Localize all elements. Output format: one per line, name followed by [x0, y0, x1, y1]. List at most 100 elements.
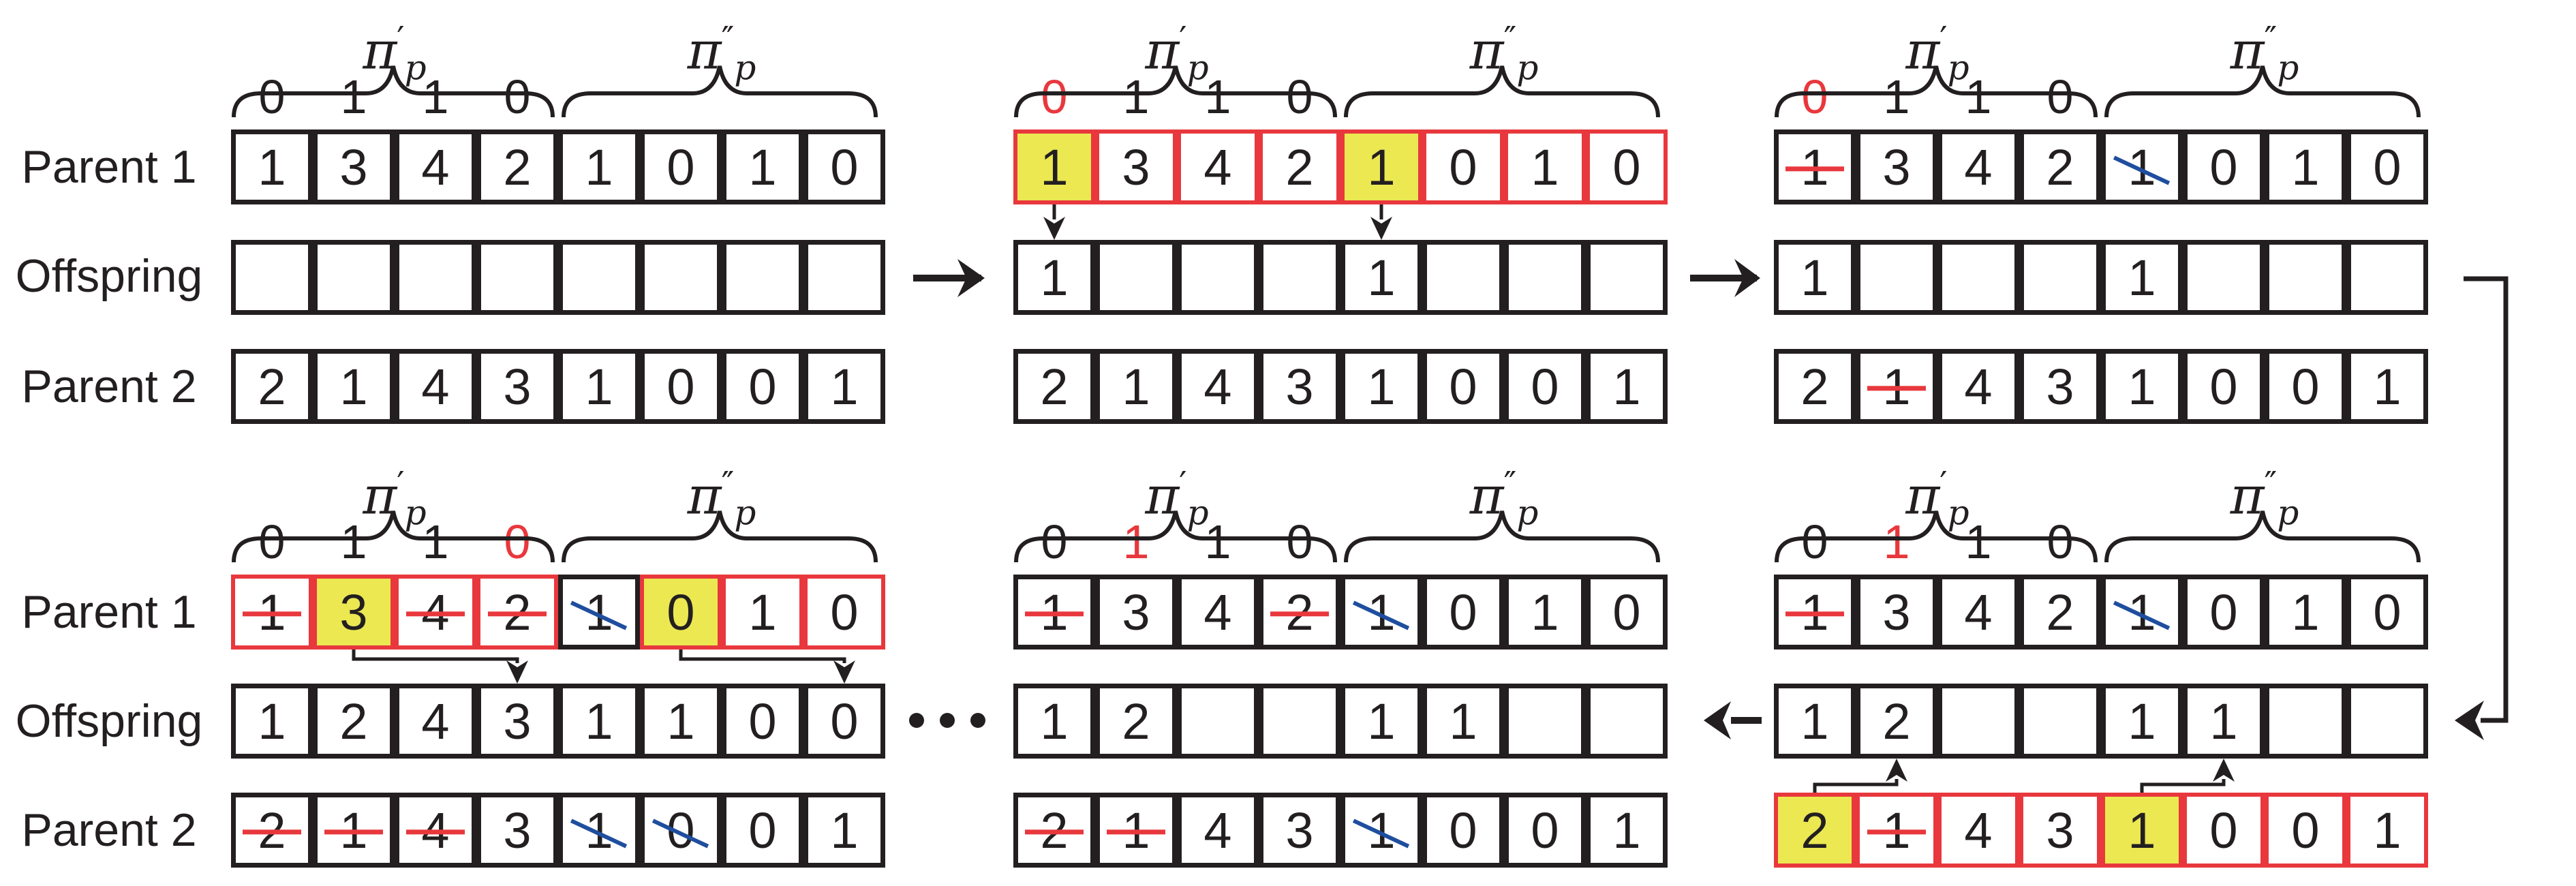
gene-cell [231, 240, 313, 315]
gene-value: 1 [585, 801, 613, 859]
gene-cell: 1 [803, 793, 885, 868]
transfer-arrow-line [2140, 779, 2226, 793]
gene-cell: 4 [1177, 793, 1259, 868]
gene-cell [2183, 240, 2265, 315]
gene-value: 2 [1040, 358, 1069, 415]
gene-cell: 1 [1340, 684, 1422, 759]
transfer-arrow-head-icon [1370, 217, 1392, 240]
gene-cell: 1 [558, 793, 640, 868]
mask-bit: 1 [1122, 515, 1150, 568]
transfer-arrow-head-icon [2213, 759, 2235, 782]
gene-cell [1095, 240, 1177, 315]
gene-cell: 3 [1259, 349, 1340, 424]
gene-cell: 1 [1013, 129, 1095, 204]
gene-value: 2 [339, 692, 368, 750]
gene-value: 3 [339, 138, 368, 196]
gene-cell: 1 [2346, 793, 2428, 868]
gene-cell: 1 [1340, 575, 1422, 650]
gene-value: 4 [1203, 358, 1232, 415]
gene-value: 1 [585, 358, 613, 415]
brace-binary-segment [1344, 510, 1660, 563]
gene-value: 0 [666, 138, 695, 196]
gene-cell: 2 [1259, 129, 1340, 204]
gene-value: 1 [1882, 358, 1911, 415]
gene-cell: 4 [395, 684, 476, 759]
gene-value: 1 [1531, 583, 1559, 641]
flow-arrows [913, 259, 2509, 740]
gene-cell: 1 [2346, 349, 2428, 424]
row-label-parent1-bottom: Parent 1 [21, 586, 197, 638]
gene-cell: 0 [640, 349, 722, 424]
gene-cell [1259, 240, 1340, 315]
gene-value: 3 [1882, 138, 1911, 196]
gene-value: 2 [503, 138, 532, 196]
gene-cell: 1 [1586, 349, 1668, 424]
gene-value: 0 [1612, 138, 1641, 196]
gene-value: 2 [1800, 358, 1829, 415]
ellipsis-dot [909, 713, 924, 728]
gene-cell: 3 [1856, 575, 1937, 650]
gene-cell [2019, 240, 2101, 315]
gene-value: 1 [748, 138, 777, 196]
brace-permutation-segment [1014, 65, 1337, 118]
gene-cell: 3 [1259, 793, 1340, 868]
mask-bit: 0 [504, 515, 531, 568]
gene-cell: 1 [1340, 240, 1422, 315]
gene-cell: 1 [313, 349, 395, 424]
gene-value: 2 [258, 358, 286, 415]
gene-value: 1 [1040, 138, 1069, 196]
gene-cell: 1 [2101, 793, 2183, 868]
gene-value: 1 [585, 583, 613, 641]
brace-binary-segment [562, 510, 878, 563]
gene-value: 4 [421, 358, 450, 415]
gene-cell: 0 [1422, 129, 1504, 204]
gene-cell: 0 [1586, 575, 1668, 650]
gene-cell: 2 [231, 793, 313, 868]
gene-value: 1 [830, 358, 859, 415]
gene-value: 0 [666, 358, 695, 415]
gene-cell: 4 [395, 793, 476, 868]
mask-bit: 1 [422, 515, 449, 568]
gene-cell [558, 240, 640, 315]
gene-cell: 0 [1504, 349, 1586, 424]
gene-value: 1 [339, 801, 368, 859]
segment-label-permutation: π′p [1145, 464, 1209, 533]
gene-cell: 2 [313, 684, 395, 759]
gene-cell: 3 [1095, 129, 1177, 204]
gene-value: 1 [2291, 583, 2320, 641]
segment-label-binary: π″p [2230, 464, 2299, 533]
gene-cell [1586, 240, 1668, 315]
transfer-arrow-head-icon [1043, 217, 1065, 240]
gene-cell: 0 [2183, 575, 2265, 650]
gene-cell: 4 [1177, 349, 1259, 424]
gene-cell: 0 [1504, 793, 1586, 868]
gene-cell: 1 [1340, 349, 1422, 424]
gene-value: 1 [1612, 358, 1641, 415]
gene-value: 1 [1040, 583, 1069, 641]
gene-value: 0 [2209, 138, 2238, 196]
gene-cell: 3 [313, 575, 395, 650]
gene-cell: 1 [231, 575, 313, 650]
gene-cell: 3 [476, 793, 558, 868]
gene-value: 1 [1122, 358, 1150, 415]
mask-bit: 0 [2046, 70, 2074, 123]
gene-cell: 1 [1774, 575, 1856, 650]
gene-value: 1 [1800, 583, 1829, 641]
gene-cell: 1 [640, 684, 722, 759]
gene-value: 1 [2128, 692, 2156, 750]
gene-value: 1 [1612, 801, 1641, 859]
gene-cell [722, 240, 803, 315]
gene-cell: 0 [803, 575, 885, 650]
gene-cell: 1 [2101, 575, 2183, 650]
gene-value: 0 [2209, 801, 2238, 859]
gene-value: 1 [2209, 692, 2238, 750]
brace-binary-segment [1344, 65, 1660, 118]
gene-cell [2346, 240, 2428, 315]
brace-permutation-segment [1014, 510, 1337, 563]
segment-label-permutation: π′p [363, 464, 427, 533]
gene-cell: 1 [231, 684, 313, 759]
gene-cell: 3 [2019, 349, 2101, 424]
gene-cell [640, 240, 722, 315]
gene-cell [1504, 684, 1586, 759]
gene-value: 4 [421, 692, 450, 750]
